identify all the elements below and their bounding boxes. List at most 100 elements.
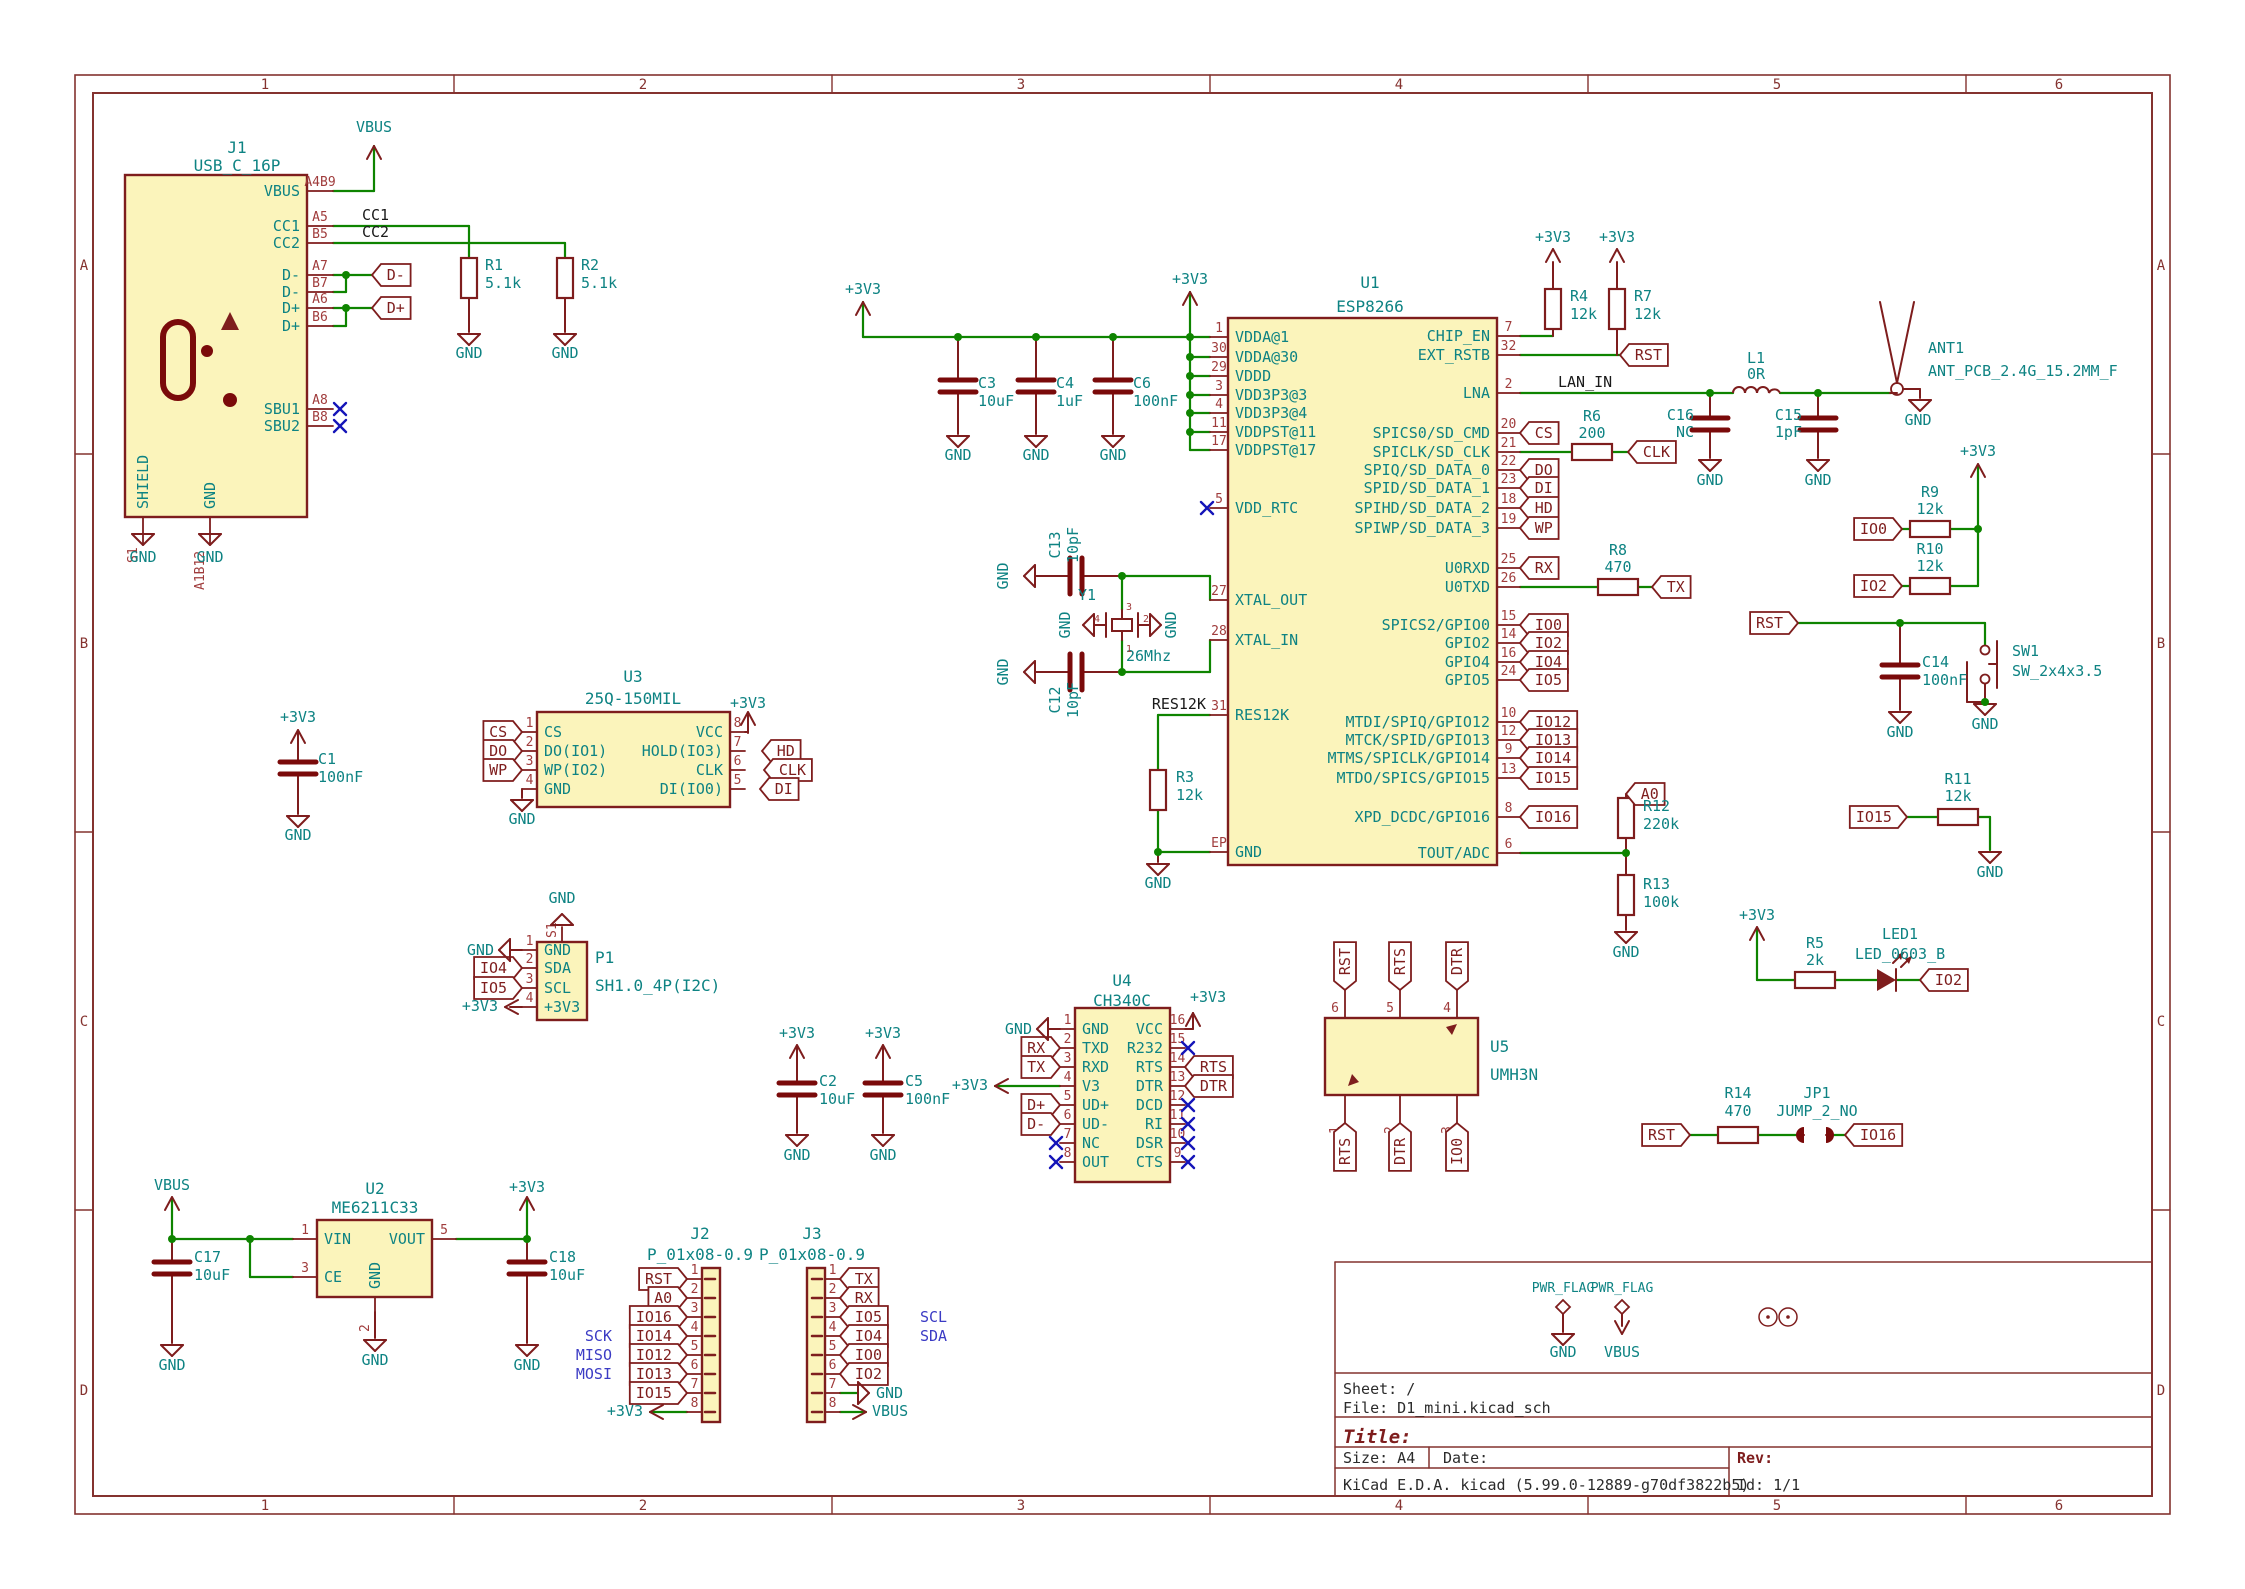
value-J2: P_01x08-0.9 [647,1245,753,1264]
label-GND: GND [548,889,575,907]
pin-number: 3 [526,972,534,987]
pin-number: 9 [1505,742,1513,757]
global-label-IO0: IO0 [838,1343,889,1367]
value-U1: ESP8266 [1336,297,1403,316]
pin-name: CC2 [273,234,300,252]
global-label-DTR: DTR [1388,1121,1412,1172]
component-body-U3 [535,710,732,809]
pwr-flag-diamond [1613,1298,1631,1316]
gnd [515,1344,528,1357]
pin-number: 6 [1505,837,1513,852]
symbol-circle [1758,1307,1778,1327]
pin-number: 4 [1064,1070,1072,1085]
gnd [142,533,155,546]
pin-name: R232 [1127,1039,1163,1057]
pwr-arrow [1185,1012,1194,1027]
junctions [168,271,1989,1243]
global-label-text: WP [1535,519,1553,537]
symbol-rect [160,319,196,401]
pin-number: 19 [1501,512,1517,527]
grid-ref: 4 [1395,1498,1403,1514]
gnd [1973,703,1986,716]
pin-number: 1 [301,1223,309,1238]
global-label-text: IO5 [1535,671,1562,689]
label-C2: C2 [819,1072,837,1090]
pin-number: 3 [301,1261,309,1276]
global-label-RTS: RTS [1183,1055,1234,1079]
gnd [1978,851,1991,864]
pin-name: +3V3 [544,998,580,1016]
pin-name: SPIQ/SD_DATA_0 [1364,461,1490,479]
pwr-arrow [994,1085,1009,1094]
pin-number: 5 [829,1339,837,1354]
label-+3V3: +3V3 [779,1024,815,1042]
pin-number: 8 [691,1396,699,1411]
label-SCK: SCK [585,1327,612,1345]
global-label-text: IO2 [1535,634,1562,652]
ref-J3: J3 [802,1224,821,1243]
pin-number: 1 [1064,1013,1072,1028]
pin-number: A5 [312,210,328,225]
global-label-IO2: IO2 [1853,574,1904,598]
pwr-arrow [1545,248,1554,263]
junction-dot [1186,372,1194,380]
junction-dot [1186,391,1194,399]
grid-ref: 4 [1395,77,1403,93]
label-+3V3: +3V3 [1960,442,1996,460]
pin-number: 8 [1064,1146,1072,1161]
grid-ref: C [2157,1014,2165,1030]
gnd [1989,851,2002,864]
gnd [457,333,470,346]
pwr-arrow [649,1411,664,1420]
label-100nF: 100nF [318,768,363,786]
frame-inner [92,92,2153,1497]
global-label-shape [1333,941,1357,992]
pin-number: 25 [1501,552,1517,567]
label-GND: GND [1056,611,1074,638]
pin-name: D+ [282,299,300,317]
global-label-text: IO13 [636,1365,672,1383]
pin-name: XTAL_OUT [1235,591,1307,609]
pwr-arrow [1977,463,1986,478]
label-R9: R9 [1921,483,1939,501]
pin-name: GND [201,482,219,509]
gnd [160,1344,173,1357]
grid-ref: A [2157,258,2166,274]
pin-name: VBUS [264,182,300,200]
ref-U4: U4 [1112,971,1131,990]
pin-number: A8 [312,393,328,408]
junction-dot [1186,409,1194,417]
label-CC2: CC2 [362,223,389,241]
pin-number: A1B12 [193,551,208,590]
pin-number: 5 [1215,492,1223,507]
component-body-J3 [805,1266,827,1424]
global-label-text: WP [489,761,507,779]
label-GND: GND [944,446,971,464]
label-C3: C3 [978,374,996,392]
label-R6: R6 [1583,407,1601,425]
global-label-text: IO14 [636,1327,672,1345]
pin-name: VDD_RTC [1235,499,1298,517]
junction-dot [1706,389,1714,397]
pwr-arrow [366,145,375,160]
global-label-text: IO15 [636,1384,672,1402]
global-label-shape [1518,668,1569,692]
resistor-body [1607,287,1627,331]
gnd [1908,399,1921,412]
global-label-shape [1518,556,1560,580]
pin-number: 1 [526,934,534,949]
ref-U2: U2 [365,1179,384,1198]
global-label-CS: CS [1518,421,1560,445]
pin-number: 7 [734,735,742,750]
label-GND: GND [1549,1343,1576,1361]
label-1pF: 1pF [1775,423,1802,441]
resistor-body [1908,519,1952,539]
global-label-text: DO [1535,461,1553,479]
pin-number: 32 [1501,339,1517,354]
pin-number: 5 [691,1339,699,1354]
label-12k: 12k [1570,305,1597,323]
pwr-arrow [994,1078,1009,1087]
ref-J2: J2 [690,1224,709,1243]
frame-outer [74,74,2171,1515]
